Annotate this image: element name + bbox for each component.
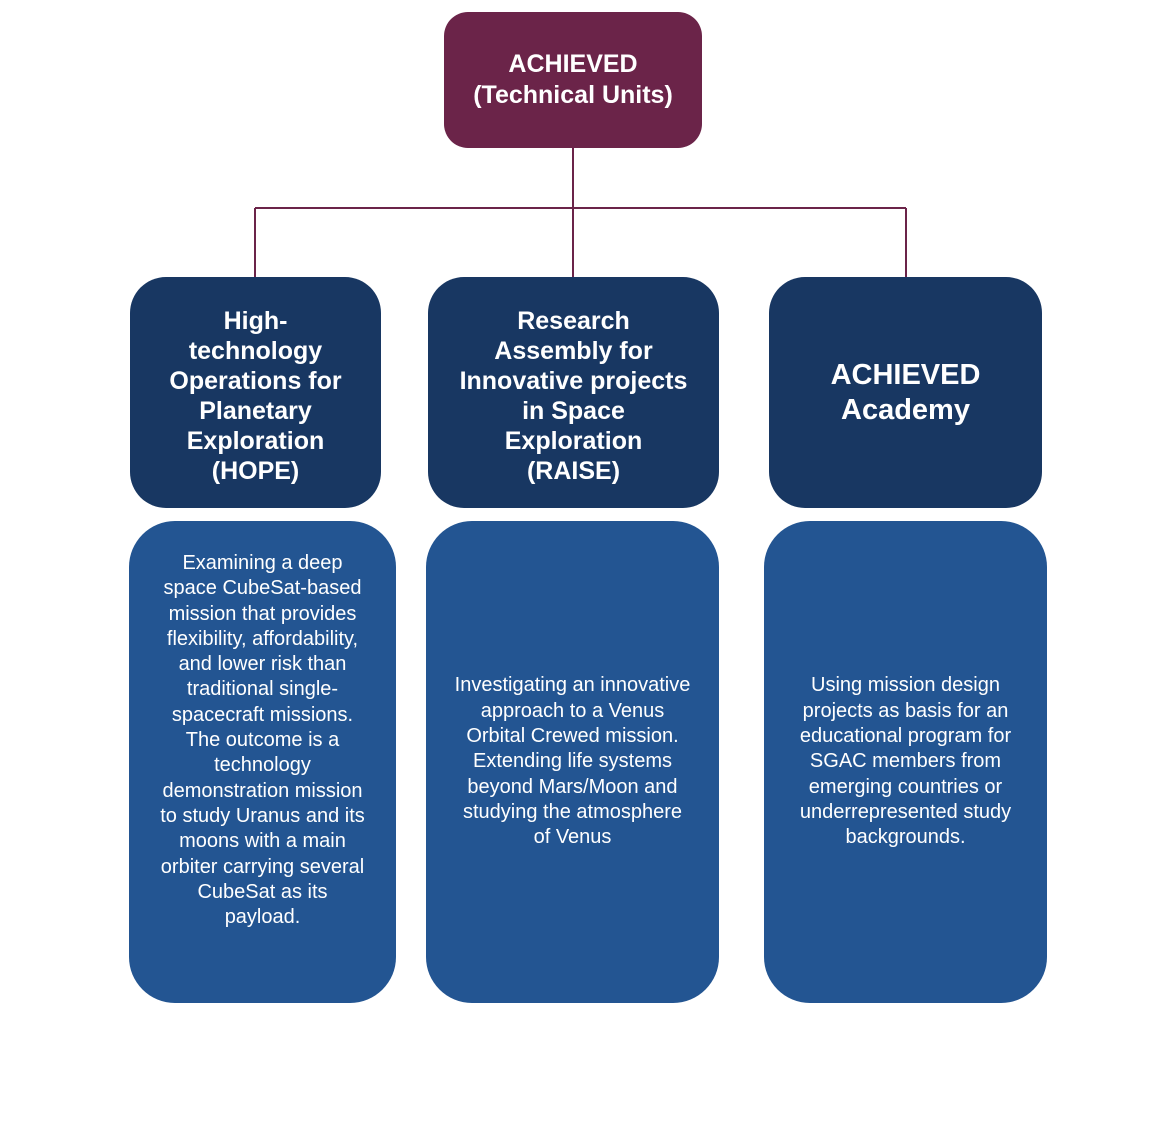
description-text-hope: Examining a deep space CubeSat-based mis… bbox=[160, 552, 365, 929]
description-text-raise: Investigating an innovative approach to … bbox=[454, 674, 691, 849]
description-hope: Examining a deep space CubeSat-based mis… bbox=[129, 521, 396, 1003]
unit-raise: Research Assembly for Innovative project… bbox=[428, 277, 719, 508]
unit-academy: ACHIEVED Academy bbox=[769, 277, 1042, 508]
unit-title-hope: High-technology Operations for Planetary… bbox=[169, 307, 342, 485]
description-academy: Using mission design projects as basis f… bbox=[764, 521, 1047, 1003]
root-title: ACHIEVED bbox=[508, 50, 638, 78]
root-node-achieved: ACHIEVED (Technical Units) bbox=[444, 12, 702, 148]
unit-title-academy: ACHIEVED Academy bbox=[830, 358, 981, 426]
description-raise: Investigating an innovative approach to … bbox=[426, 521, 719, 1003]
unit-hope: High-technology Operations for Planetary… bbox=[130, 277, 381, 508]
unit-title-raise: Research Assembly for Innovative project… bbox=[459, 307, 688, 485]
description-text-academy: Using mission design projects as basis f… bbox=[799, 674, 1012, 849]
root-subtitle: (Technical Units) bbox=[473, 81, 673, 109]
